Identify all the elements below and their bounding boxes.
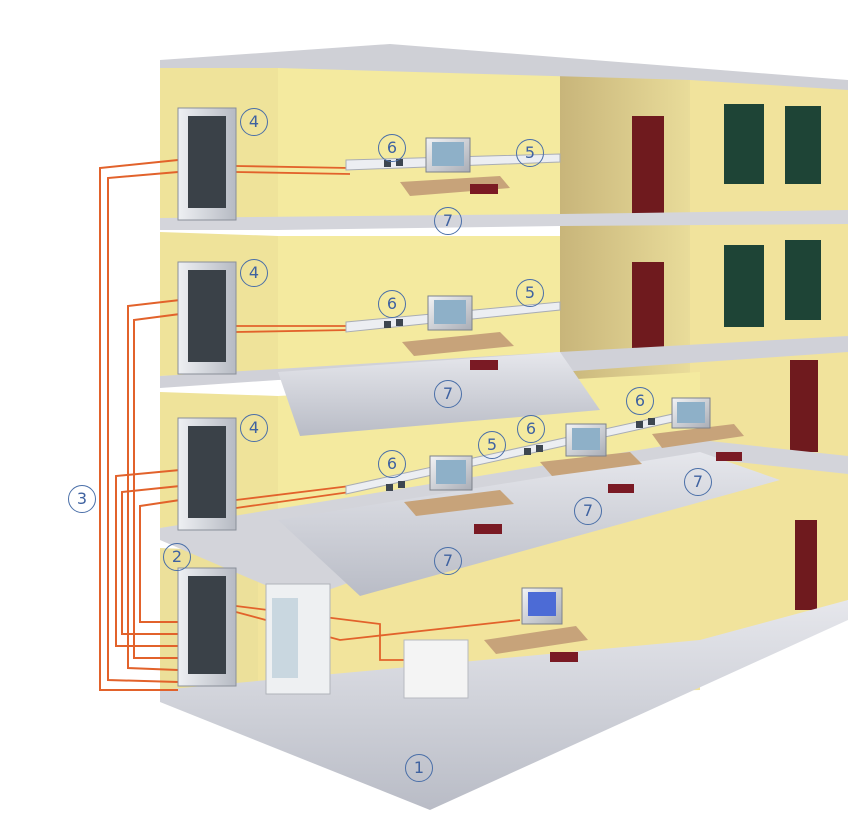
door (795, 520, 817, 610)
chair-icon (608, 484, 634, 493)
computer-monitor-icon (572, 428, 600, 450)
computer-monitor-icon (432, 142, 464, 166)
door (632, 262, 664, 362)
cabinet-icon (265, 583, 331, 695)
callout-7: 7 (684, 468, 712, 496)
callout-5: 5 (516, 139, 544, 167)
callout-7: 7 (434, 380, 462, 408)
slab-floor-4 (160, 210, 848, 230)
door (632, 116, 664, 216)
callout-3: 3 (68, 485, 96, 513)
workstation (484, 587, 588, 662)
server-rack-icon (177, 417, 237, 531)
callout-4: 4 (240, 259, 268, 287)
workstation (540, 423, 642, 493)
callout-2: 2 (163, 543, 191, 571)
window (785, 106, 821, 184)
callout-6: 6 (626, 387, 654, 415)
callout-6: 6 (378, 450, 406, 478)
callout-5: 5 (478, 431, 506, 459)
callout-6: 6 (378, 134, 406, 162)
workstation (652, 397, 744, 461)
ground-floor (160, 600, 848, 810)
computer-monitor-icon (677, 402, 705, 423)
chair-icon (716, 452, 742, 461)
riser-cables (99, 159, 181, 691)
window (785, 240, 821, 320)
workstation (400, 137, 510, 196)
callout-6: 6 (517, 415, 545, 443)
workstation (404, 455, 514, 534)
callout-7: 7 (434, 207, 462, 235)
server-rack-icon (177, 107, 237, 221)
callout-7: 7 (434, 547, 462, 575)
workstations (400, 137, 744, 662)
callout-5: 5 (516, 279, 544, 307)
chair-icon (550, 652, 578, 662)
callout-6: 6 (378, 290, 406, 318)
computer-monitor-icon (528, 592, 556, 616)
callout-1: 1 (405, 754, 433, 782)
chair-icon (470, 184, 498, 194)
callout-4: 4 (240, 414, 268, 442)
chair-icon (470, 360, 498, 370)
server-rack-icon (177, 261, 237, 375)
computer-monitor-icon (436, 460, 466, 484)
computer-monitor-icon (434, 300, 466, 324)
window (724, 245, 764, 327)
equipment-box (403, 639, 469, 699)
network-outlet-icon (384, 159, 655, 491)
door (790, 360, 818, 452)
chair-icon (474, 524, 502, 534)
workstation (402, 295, 514, 370)
callout-7: 7 (574, 497, 602, 525)
server-rack-icon (177, 567, 237, 687)
window (724, 104, 764, 184)
floor-slabs (160, 44, 848, 810)
floor-distributors (177, 107, 237, 687)
callout-4: 4 (240, 108, 268, 136)
